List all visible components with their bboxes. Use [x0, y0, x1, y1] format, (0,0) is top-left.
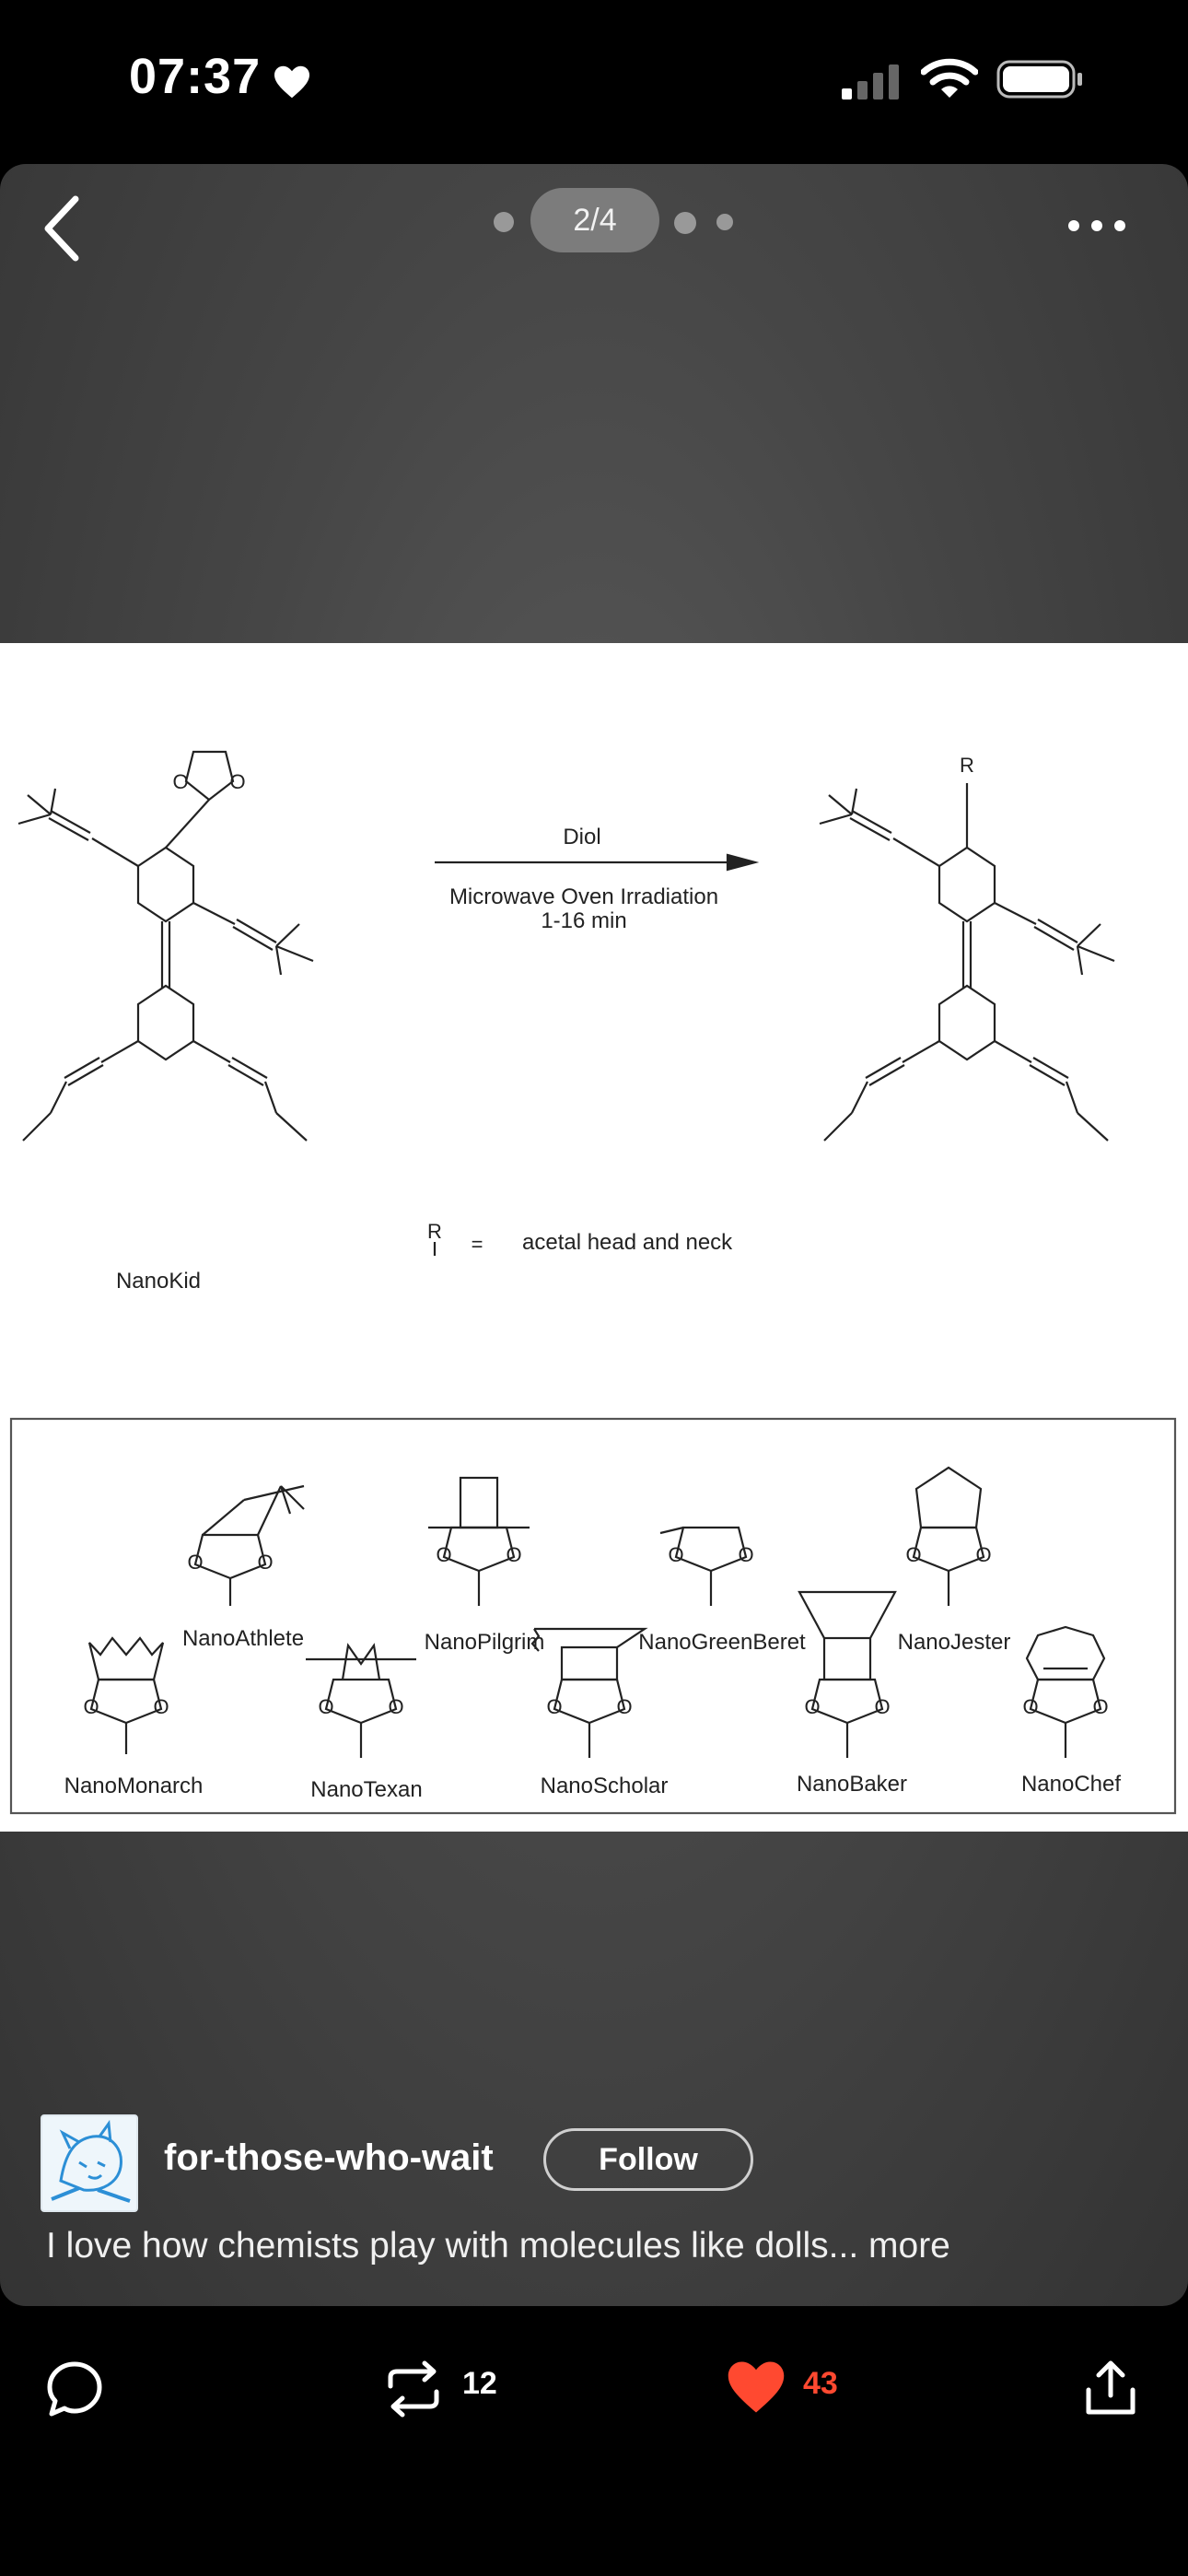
svg-text:O: O: [738, 1543, 753, 1566]
variant-label: NanoJester: [898, 1630, 1011, 1655]
svg-text:O: O: [506, 1543, 521, 1566]
chemistry-figure: O O O O O O O O O O O O O O O O O O O O Diol Micro…: [9, 750, 1177, 1815]
wifi-icon: [921, 58, 978, 98]
start-compound-label: NanoKid: [116, 1269, 201, 1294]
heart-status-icon: [274, 65, 309, 99]
post-actions-bar: [0, 2322, 1188, 2451]
equals-sign: =: [472, 1233, 483, 1256]
reagent-label: Diol: [563, 825, 600, 849]
variant-label: NanoScholar: [541, 1774, 669, 1798]
variant-label: NanoMonarch: [64, 1774, 204, 1798]
conditions-label: Microwave Oven Irradiation: [449, 884, 718, 909]
variant-label: NanoGreenBeret: [638, 1630, 806, 1655]
svg-text:O: O: [668, 1543, 683, 1566]
like-heart-icon[interactable]: [726, 2359, 786, 2416]
svg-text:O: O: [905, 1543, 921, 1566]
svg-text:O: O: [388, 1695, 403, 1718]
svg-text:O: O: [804, 1695, 820, 1718]
image-viewer[interactable]: 2/4: [0, 164, 1188, 2306]
variant-label: NanoTexan: [310, 1777, 422, 1802]
more-options-icon[interactable]: [1065, 212, 1129, 240]
avatar-drawing-icon: [51, 2119, 131, 2203]
time-label: 1-16 min: [541, 908, 626, 933]
reblog-count: 12: [462, 2366, 497, 2401]
svg-text:O: O: [616, 1695, 632, 1718]
reblog-icon[interactable]: [381, 2359, 446, 2419]
page-dot[interactable]: [716, 214, 733, 230]
variant-label: NanoBaker: [797, 1772, 907, 1797]
cellular-signal-icon: [842, 64, 899, 100]
share-icon[interactable]: [1083, 2359, 1138, 2419]
page-indicator: 2/4: [0, 186, 1188, 254]
page-dot[interactable]: [494, 212, 514, 232]
blog-name[interactable]: for-those-who-wait: [164, 2137, 494, 2178]
svg-text:O: O: [436, 1543, 451, 1566]
follow-button[interactable]: Follow: [543, 2128, 753, 2191]
like-count: 43: [803, 2366, 838, 2401]
svg-text:O: O: [1092, 1695, 1108, 1718]
r-symbol: R: [427, 1220, 442, 1243]
svg-text:O: O: [172, 770, 188, 793]
avatar[interactable]: [41, 2114, 138, 2212]
status-bar: 07:37: [0, 0, 1188, 161]
variant-label: NanoAthlete: [182, 1626, 304, 1651]
variant-label: NanoChef: [1021, 1772, 1121, 1797]
battery-icon: [996, 60, 1082, 99]
post-image[interactable]: O O O O O O O O O O O O O O O O O O O O Diol Micro…: [0, 643, 1188, 1832]
post-caption[interactable]: I love how chemists play with molecules …: [46, 2226, 950, 2266]
current-page-pill: 2/4: [530, 188, 659, 252]
svg-text:O: O: [546, 1695, 562, 1718]
svg-text:O: O: [229, 770, 245, 793]
product-r-label: R: [960, 754, 974, 777]
svg-text:O: O: [975, 1543, 991, 1566]
svg-text:O: O: [257, 1551, 273, 1574]
status-time: 07:37: [129, 49, 262, 104]
svg-text:O: O: [318, 1695, 333, 1718]
svg-text:O: O: [153, 1695, 169, 1718]
page-dot[interactable]: [674, 212, 696, 234]
comment-bubble-icon[interactable]: [44, 2359, 105, 2419]
svg-text:O: O: [187, 1551, 203, 1574]
svg-text:O: O: [83, 1695, 99, 1718]
variant-label: NanoPilgrim: [425, 1630, 545, 1655]
svg-text:O: O: [1022, 1695, 1038, 1718]
svg-text:O: O: [874, 1695, 890, 1718]
r-definition: acetal head and neck: [522, 1230, 733, 1255]
back-chevron-icon[interactable]: [35, 192, 90, 265]
